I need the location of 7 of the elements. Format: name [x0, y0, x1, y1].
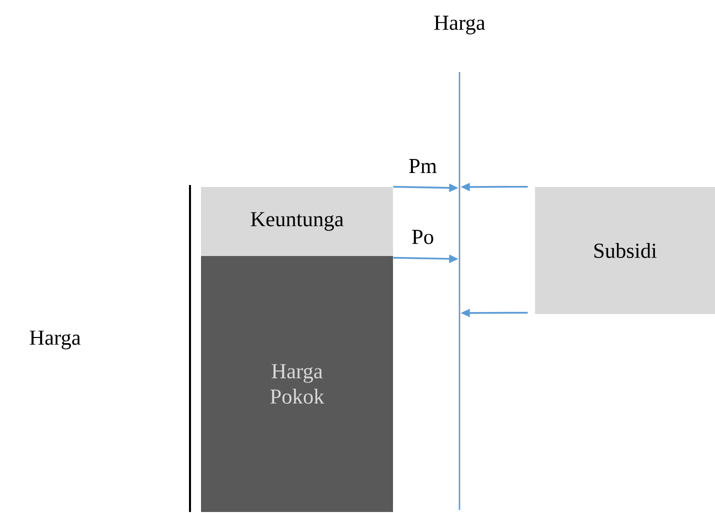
text-box: Subsidi [535, 187, 715, 314]
axis-label: Harga [30, 330, 81, 350]
text-box: Harga Pokok [201, 256, 393, 512]
axis-label: Harga [434, 16, 486, 34]
text-box: Keuntunga [201, 187, 393, 256]
edge-label: Po [410, 228, 436, 246]
edge-label: Pm [407, 158, 438, 174]
